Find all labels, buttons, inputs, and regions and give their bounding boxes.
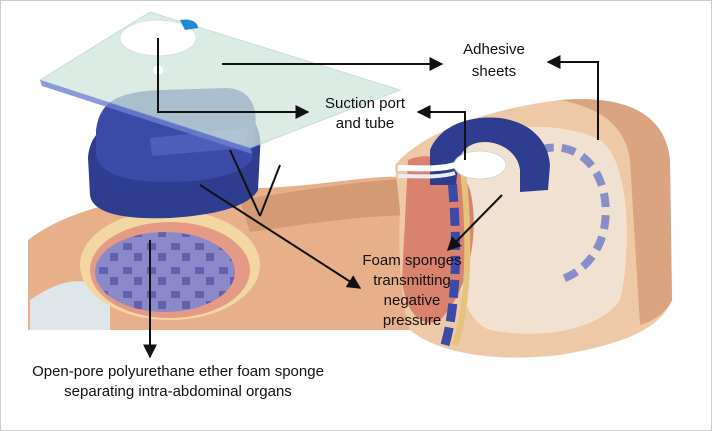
right-suction-tube — [398, 165, 455, 168]
right-suction-port — [454, 151, 506, 179]
left-foam-sponge — [95, 232, 235, 312]
label-open-pore-1: Open-pore polyurethane ether foam sponge — [32, 363, 324, 380]
label-foam-1: Foam sponges — [362, 252, 461, 269]
label-open-pore-2: separating intra-abdominal organs — [64, 383, 292, 400]
label-foam-2: transmitting — [373, 272, 451, 289]
label-suction-2: and tube — [336, 115, 394, 132]
adhesive-sheet — [40, 12, 400, 154]
label-foam-3: negative — [384, 292, 441, 309]
label-adhesive-2: sheets — [472, 63, 516, 80]
label-adhesive-1: Adhesive — [463, 41, 525, 58]
label-foam-4: pressure — [383, 312, 441, 329]
label-suction-1: Suction port — [325, 95, 406, 112]
